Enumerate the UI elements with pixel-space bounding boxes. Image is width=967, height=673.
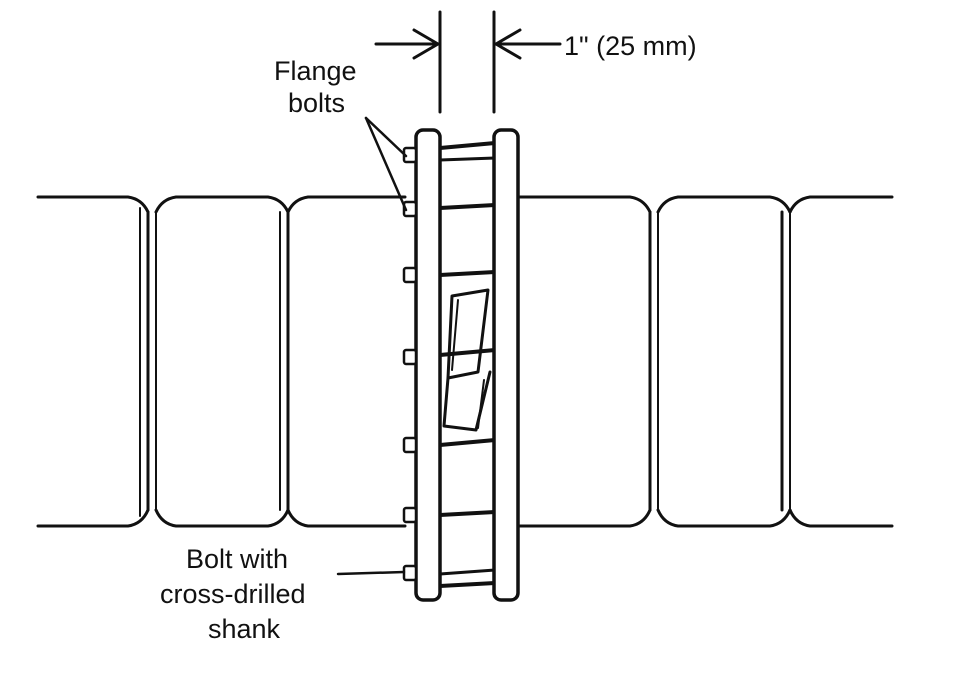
right-flange-plate: [492, 128, 520, 602]
bolt-label-line2: cross-drilled: [160, 579, 306, 609]
bolt-head: [402, 506, 418, 524]
left-pipe-segment: [36, 195, 407, 528]
bolt-head: [402, 436, 418, 454]
flange-bolt-heads: [402, 146, 418, 582]
bolt-label-line1: Bolt with: [186, 544, 288, 574]
flange-gap: [438, 141, 497, 588]
bolt-label-line3: shank: [208, 614, 281, 644]
bolt-head: [402, 348, 418, 366]
bolt-head: [402, 564, 418, 582]
bolt-leader: [336, 570, 406, 576]
left-flange-plate: [414, 128, 442, 602]
flange-bolts-label-line1: Flange: [274, 56, 357, 86]
gap-dimension: [374, 10, 562, 114]
bolt-head: [402, 200, 418, 218]
bolt-head: [402, 266, 418, 284]
flange-bolts-leader: [364, 116, 408, 158]
flange-bolts-label-line2: bolts: [288, 88, 345, 118]
flange-bolts-leader: [364, 116, 408, 212]
dimension-label: 1" (25 mm): [564, 31, 697, 61]
right-pipe-segment: [518, 195, 894, 528]
